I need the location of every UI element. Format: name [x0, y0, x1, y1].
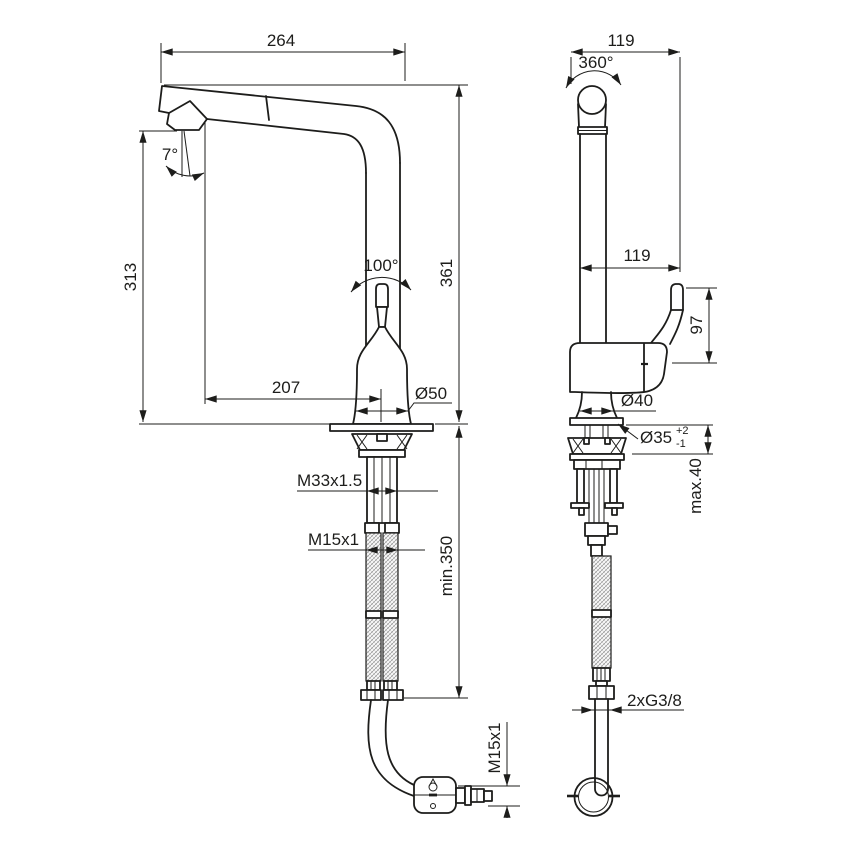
side-dimensions: 119 360° 119 97 Ø40 Ø35 +2 -1: [565, 31, 717, 714]
hose-nut-right: [382, 689, 404, 701]
hose-band-side: [591, 609, 612, 618]
dim-swivel-angle-label: 360°: [578, 53, 613, 72]
hose-nut-left: [360, 689, 382, 701]
g38-nut-facets: [596, 686, 607, 699]
supply-hose-left: [365, 532, 382, 682]
dim-total-height-label: 361: [437, 259, 456, 287]
dim-handle-swivel-label: 100°: [363, 256, 398, 275]
supply-hose-right: [382, 532, 399, 682]
hose-fitting-side: [584, 522, 609, 537]
faucet-body-front: [352, 326, 412, 425]
stud-right: [609, 468, 618, 504]
dim-outlet-height-label: 313: [121, 263, 140, 291]
dim-hole-diameter-label: Ø35: [640, 428, 672, 447]
dim-o50-leader: [407, 402, 452, 412]
dim-hose-min-length-label: min.350: [437, 536, 456, 596]
mounting-nut-facets: [585, 460, 603, 469]
handle-stem-side: [650, 309, 684, 345]
dim-body-diameter-label: Ø50: [415, 384, 447, 403]
connector-segment-1: [455, 787, 466, 804]
base-plate-side: [569, 417, 624, 426]
spout-outline: [158, 85, 401, 174]
gasket-tab-side-left: [583, 437, 590, 445]
hose-band-left: [365, 610, 382, 619]
dim-hole-tol-minus-label: -1: [676, 438, 686, 450]
hose-weight-outer: [573, 777, 614, 817]
gasket-braces-side: [572, 438, 622, 454]
pullout-hose-curve-inner: [384, 699, 415, 786]
stud-tip-right: [611, 507, 618, 516]
dim-supply-connection-label: 2xG3/8: [627, 691, 682, 710]
quick-connect-keyhole-circle: [428, 782, 438, 792]
mounting-gasket-side: [567, 437, 627, 455]
side-view: 119 360° 119 97 Ø40 Ø35 +2 -1: [565, 31, 717, 817]
quick-connect-latch: [429, 793, 437, 797]
hose-band-right: [382, 610, 399, 619]
hose-fitting-side-2: [587, 535, 606, 546]
hose-connector-left: [364, 522, 380, 534]
hose-weight-inner: [578, 781, 609, 813]
dim-supply-hose-thread-label: M15x1: [308, 530, 359, 549]
dim-spout-depth-label: 119: [607, 31, 634, 50]
spray-hose-side: [594, 698, 609, 797]
shank-side-lines: [584, 425, 609, 438]
dim-360deg-arc: [565, 70, 622, 89]
spray-head-side: [577, 85, 607, 115]
quick-connect-pin-hole: [430, 803, 436, 809]
handle-stem: [376, 306, 388, 328]
handle-knob: [375, 283, 389, 308]
spray-head-joint-line: [265, 95, 270, 121]
base-plate-front: [329, 423, 434, 432]
dim-100deg-arc: [350, 276, 412, 293]
ferrule-ribs: [370, 681, 393, 690]
dim-base-diameter-label: Ø40: [621, 391, 653, 410]
mounting-nut-side: [573, 459, 621, 470]
stud-left: [576, 468, 585, 504]
hose-neck-side: [590, 544, 603, 557]
dim-handle-reach-label: 119: [623, 246, 650, 265]
ferrule-ribs-side: [596, 668, 606, 681]
pullout-hose-curve: [367, 699, 415, 797]
dim-shank-thread-label: M33x1.5: [297, 471, 362, 490]
front-dimensions: 264 7° 313 100° 361 207: [121, 31, 520, 818]
dim-head-angle-label: 7°: [162, 145, 178, 164]
dim-o35-leader: [617, 423, 639, 440]
base-neck-side: [575, 391, 618, 419]
dim-spray-hose-thread-label: M15x1: [485, 722, 504, 773]
retaining-plate-front: [358, 449, 406, 458]
dim-deck-thickness-label: max.40: [686, 458, 705, 514]
spray-head-facets: [168, 100, 208, 120]
dim-spout-reach-label: 207: [272, 378, 300, 397]
hose-connector-right: [384, 522, 400, 534]
dim-7deg-arc: [165, 165, 205, 182]
gasket-tab-side-right: [604, 437, 611, 445]
central-tube-lines: [588, 469, 605, 523]
gasket-tab-front: [376, 433, 388, 442]
g38-nut: [588, 685, 615, 700]
dim-spout-width-label: 264: [267, 31, 295, 50]
hose-ferrule-left: [366, 680, 381, 691]
hose-ferrule-right: [383, 680, 398, 691]
connector-tip: [483, 790, 493, 802]
hose-fitting-nipple: [607, 525, 618, 535]
handle-knob-side: [670, 283, 684, 311]
stud-tip-left: [578, 507, 585, 516]
dim-hole-tol-plus-label: +2: [676, 425, 689, 437]
faucet-body-side: [569, 342, 668, 394]
hose-nut-facets: [366, 690, 398, 700]
gasket-braces-front: [356, 434, 408, 450]
front-view: 264 7° 313 100° 361 207: [121, 31, 520, 818]
angle-ref-tilted: [183, 130, 191, 177]
dim-handle-height-label: 97: [687, 316, 706, 335]
spray-head-cone: [577, 103, 607, 128]
